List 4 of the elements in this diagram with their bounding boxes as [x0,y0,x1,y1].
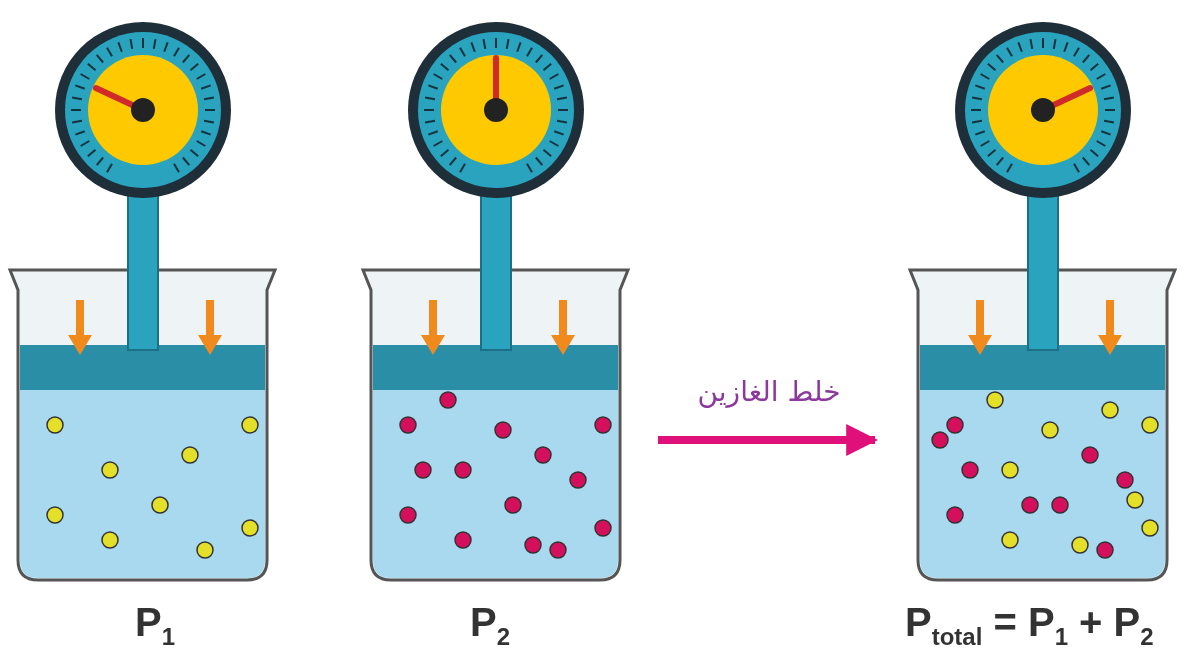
pressure-label: P$_{total}$ = P$_{1}$ + P$_{2}$ [905,600,1154,651]
edge-label: خلط الغازين [697,375,841,408]
pressure-label: P$_{2}$ [470,600,511,651]
pressure-label: P$_{1}$ [135,600,176,651]
